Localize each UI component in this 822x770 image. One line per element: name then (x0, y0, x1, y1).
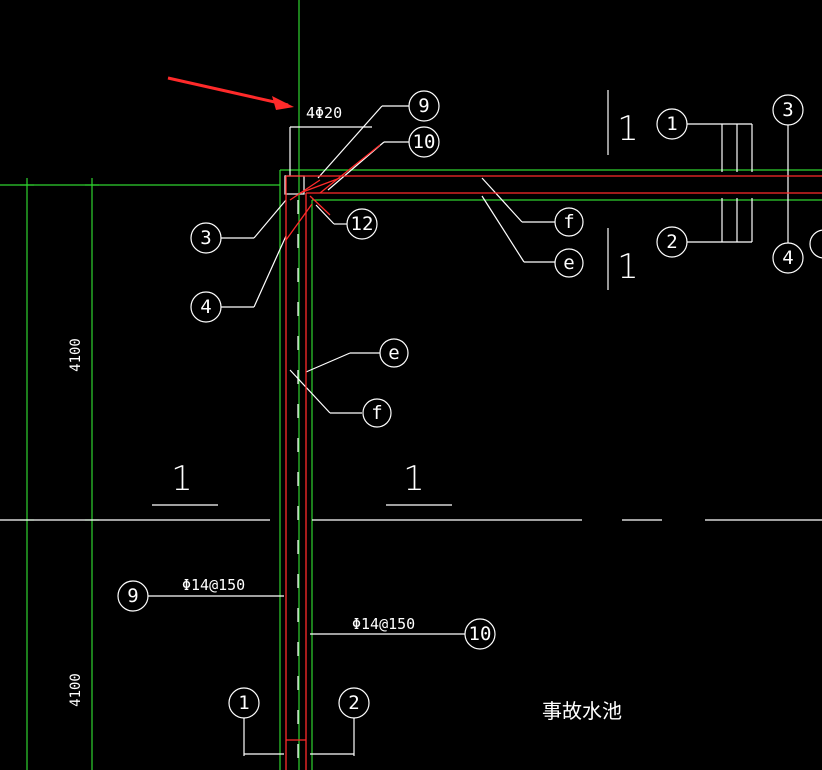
svg-text:2: 2 (348, 692, 359, 714)
svg-text:3: 3 (200, 227, 211, 249)
svg-text:9: 9 (127, 585, 138, 607)
callout-1-low: 1 (228, 687, 260, 719)
rebar-top-label: 4Φ20 (306, 104, 342, 122)
svg-text:e: e (388, 342, 399, 364)
leader-lines (148, 105, 556, 635)
section-cut-top: 1 (617, 109, 639, 149)
svg-text:f: f (371, 402, 382, 424)
svg-text:4: 4 (782, 247, 793, 269)
callout-4-right: 4 (772, 242, 804, 274)
svg-text:12: 12 (351, 213, 374, 235)
svg-text:9: 9 (418, 95, 429, 117)
svg-text:3: 3 (782, 99, 793, 121)
callout-3-left: 3 (190, 222, 222, 254)
section-mark-right: 1 (403, 459, 425, 499)
callout-2-low: 2 (338, 687, 370, 719)
dimension-lower: 4100 (68, 673, 84, 707)
section-cut-bottom: 1 (617, 247, 639, 287)
section-mark-left: 1 (171, 459, 193, 499)
svg-text:1: 1 (238, 692, 249, 714)
callout-10-top: 10 (408, 126, 440, 158)
callout-4-left: 4 (190, 291, 222, 323)
callout-1-right: 1 (656, 108, 688, 140)
svg-text:e: e (563, 252, 574, 274)
callout-2-right: 2 (656, 226, 688, 258)
callout-e-mid: e (379, 338, 409, 368)
callout-f-mid: f (362, 398, 392, 428)
callout-e-right: e (554, 248, 584, 278)
rebar-left-label: Φ14@150 (182, 576, 245, 594)
highlight-arrow (167, 76, 294, 110)
callout-10-low: 10 (464, 618, 496, 650)
rebar-right-label: Φ14@150 (352, 615, 415, 633)
callout-9-top: 9 (408, 90, 440, 122)
svg-text:f: f (563, 211, 574, 233)
dimension-upper: 4100 (68, 338, 84, 372)
callout-3-right: 3 (772, 94, 804, 126)
edge-circle-partial (809, 229, 822, 259)
pool-label: 事故水池 (542, 699, 622, 723)
svg-text:2: 2 (666, 231, 677, 253)
svg-text:10: 10 (413, 131, 436, 153)
svg-text:1: 1 (666, 113, 677, 135)
callout-f-right: f (554, 207, 584, 237)
section-lines (0, 90, 822, 770)
callout-9-low: 9 (117, 580, 149, 612)
callout-12: 12 (346, 208, 378, 240)
rebar-lines (285, 144, 822, 770)
svg-text:4: 4 (200, 296, 211, 318)
svg-text:10: 10 (469, 623, 492, 645)
